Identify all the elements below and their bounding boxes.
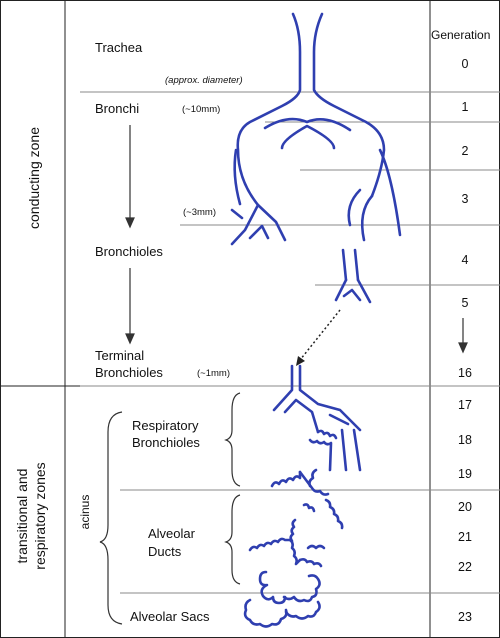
generation-4: 4 [430, 253, 500, 267]
generation-1: 1 [430, 100, 500, 114]
alveolar-sacs-label: Alveolar Sacs [130, 609, 209, 624]
acinus-label: acinus [78, 487, 92, 537]
generation-17: 17 [430, 398, 500, 412]
approx-diameter-label: (approx. diameter) [165, 75, 243, 86]
transitional-zone-label-line1: transitional and [14, 446, 30, 586]
bronchi-diameter-label: (~10mm) [182, 104, 220, 115]
conducting-zone-label: conducting zone [26, 113, 42, 243]
respiratory-bronchioles-label-line1: Respiratory [132, 418, 198, 433]
generation-arrow [459, 318, 467, 352]
small-bronchi-diameter-label: (~3mm) [183, 207, 216, 218]
generation-20: 20 [430, 500, 500, 514]
bronchi-label: Bronchi [95, 101, 139, 116]
trachea-label: Trachea [95, 40, 142, 55]
generation-0: 0 [430, 57, 500, 71]
generation-23: 23 [430, 610, 500, 624]
generation-3: 3 [430, 192, 500, 206]
transitional-zone-label-line2: respiratory zones [32, 446, 48, 586]
generation-header: Generation [430, 28, 500, 42]
dotted-continuation-arrow [296, 310, 340, 366]
respiratory-bronchioles-label-line2: Bronchioles [132, 435, 200, 450]
generation-16: 16 [430, 366, 500, 380]
generation-2: 2 [430, 144, 500, 158]
terminal-diameter-label: (~1mm) [197, 368, 230, 379]
alveolar-ducts-label-line1: Alveolar [148, 526, 195, 541]
generation-21: 21 [430, 530, 500, 544]
alveolar-ducts-label-line2: Ducts [148, 544, 181, 559]
terminal-bronchioles-label-line1: Terminal [95, 348, 144, 363]
lower-airway-tree [245, 366, 360, 627]
generation-5: 5 [430, 296, 500, 310]
generation-lines [80, 92, 500, 593]
generation-19: 19 [430, 467, 500, 481]
terminal-bronchioles-label-line2: Bronchioles [95, 365, 163, 380]
upper-airway-tree [232, 14, 400, 302]
progression-arrows [126, 125, 134, 343]
bronchioles-label: Bronchioles [95, 244, 163, 259]
generation-18: 18 [430, 433, 500, 447]
generation-22: 22 [430, 560, 500, 574]
